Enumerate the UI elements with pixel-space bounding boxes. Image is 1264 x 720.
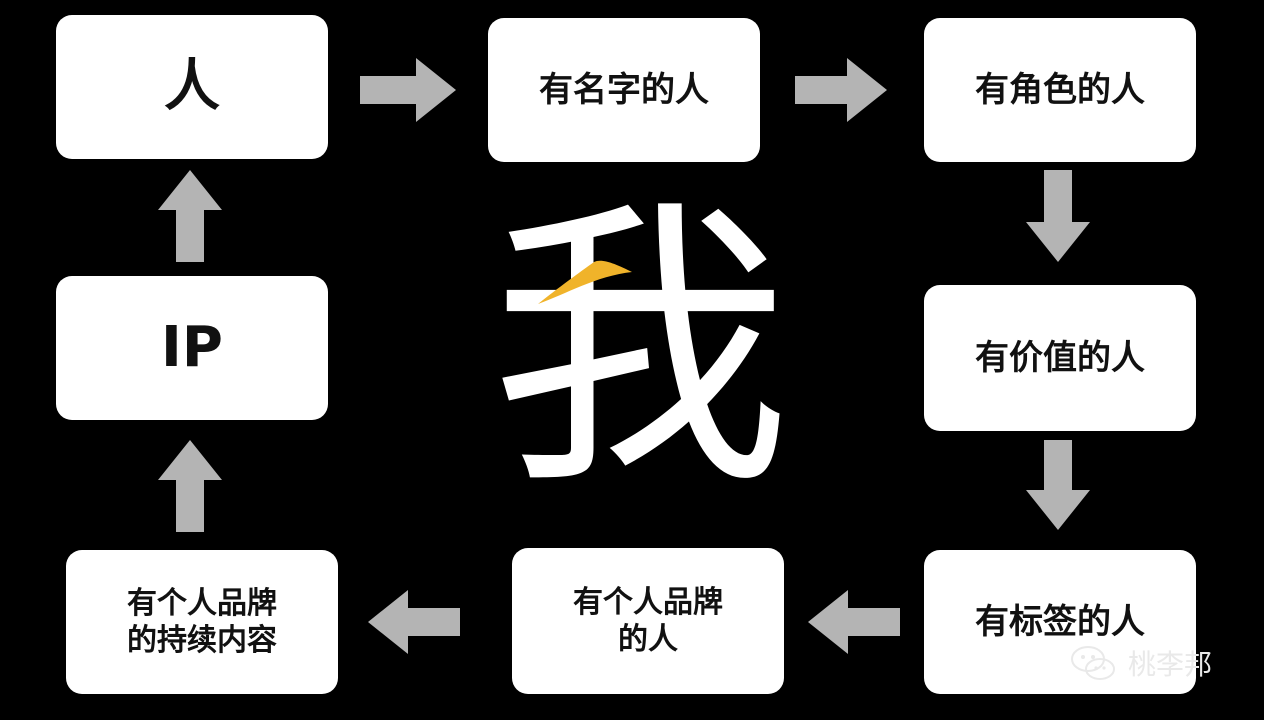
node-you-mingzi-label: 有名字的人 — [539, 69, 709, 110]
node-ren: 人 — [56, 15, 328, 159]
arrow-neirong-to-ip — [158, 440, 222, 532]
arrow-jiazhi-to-biaoqian — [1026, 440, 1090, 530]
node-you-juese-label: 有角色的人 — [975, 69, 1145, 110]
node-you-jiazhi-label: 有价值的人 — [975, 337, 1145, 378]
arrow-ren-to-mingzi — [360, 58, 456, 122]
node-ip-label: IP — [161, 315, 223, 380]
center-character: 我 — [490, 175, 790, 524]
node-ip: IP — [56, 276, 328, 420]
node-you-pinpai-ren: 有个人品牌 的人 — [512, 548, 784, 694]
arrow-pinpai-ren-to-neirong — [368, 590, 460, 654]
arrow-biaoqian-to-pinpai-ren — [808, 590, 900, 654]
wechat-icon — [1071, 646, 1115, 680]
node-you-biaoqian-label: 有标签的人 — [975, 601, 1145, 642]
node-you-jiazhi: 有价值的人 — [924, 285, 1196, 431]
node-you-pinpai-neirong-label: 有个人品牌 的持续内容 — [127, 585, 277, 659]
arrow-mingzi-to-juese — [795, 58, 887, 122]
node-you-mingzi: 有名字的人 — [488, 18, 760, 162]
node-you-juese: 有角色的人 — [924, 18, 1196, 162]
node-you-pinpai-ren-label: 有个人品牌 的人 — [573, 584, 723, 658]
arrow-juese-to-jiazhi — [1026, 170, 1090, 262]
node-you-biaoqian: 有标签的人 — [924, 550, 1196, 694]
watermark: 桃李邦 — [1068, 643, 1212, 683]
node-you-pinpai-neirong: 有个人品牌 的持续内容 — [66, 550, 338, 694]
center-accent-stroke — [538, 260, 632, 304]
node-ren-label: 人 — [164, 54, 220, 119]
watermark-text: 桃李邦 — [1128, 648, 1213, 681]
arrow-ip-to-ren — [158, 170, 222, 262]
